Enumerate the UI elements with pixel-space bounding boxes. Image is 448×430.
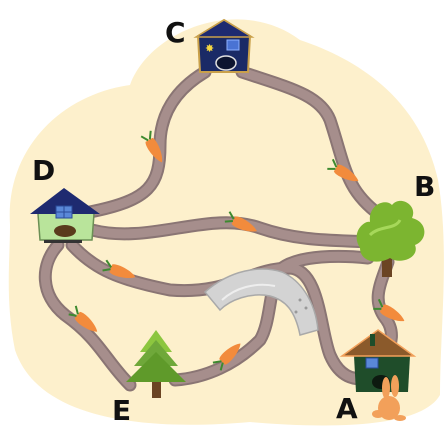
path-d-b bbox=[87, 218, 375, 247]
carrot-b-a bbox=[373, 298, 405, 322]
label-e: E bbox=[112, 394, 131, 427]
carrot-d-e bbox=[68, 305, 98, 332]
rabbit bbox=[372, 375, 406, 421]
carrot-d-b bbox=[224, 211, 257, 232]
carrot-d-a bbox=[102, 259, 136, 279]
label-d: D bbox=[32, 154, 55, 187]
carrot-c-b bbox=[327, 158, 359, 182]
stone-bridge bbox=[203, 268, 319, 336]
carrot-e-b bbox=[212, 343, 241, 371]
node-labels: C D B A E bbox=[32, 16, 435, 427]
house-c: ✸ bbox=[193, 18, 255, 73]
pine-tree-e bbox=[126, 330, 186, 398]
carrot-c-d bbox=[140, 130, 163, 163]
label-c: C bbox=[165, 16, 186, 49]
path-e-b bbox=[170, 251, 373, 385]
house-d bbox=[30, 188, 100, 243]
label-a: A bbox=[336, 392, 358, 425]
tree-b bbox=[356, 200, 425, 277]
path-c-d bbox=[85, 67, 210, 217]
carrots-layer bbox=[68, 130, 405, 371]
paths-layer bbox=[38, 65, 398, 392]
star-icon: ✸ bbox=[205, 42, 214, 55]
path-c-b bbox=[237, 67, 385, 220]
label-b: B bbox=[414, 170, 435, 203]
path-d-e bbox=[40, 240, 135, 390]
